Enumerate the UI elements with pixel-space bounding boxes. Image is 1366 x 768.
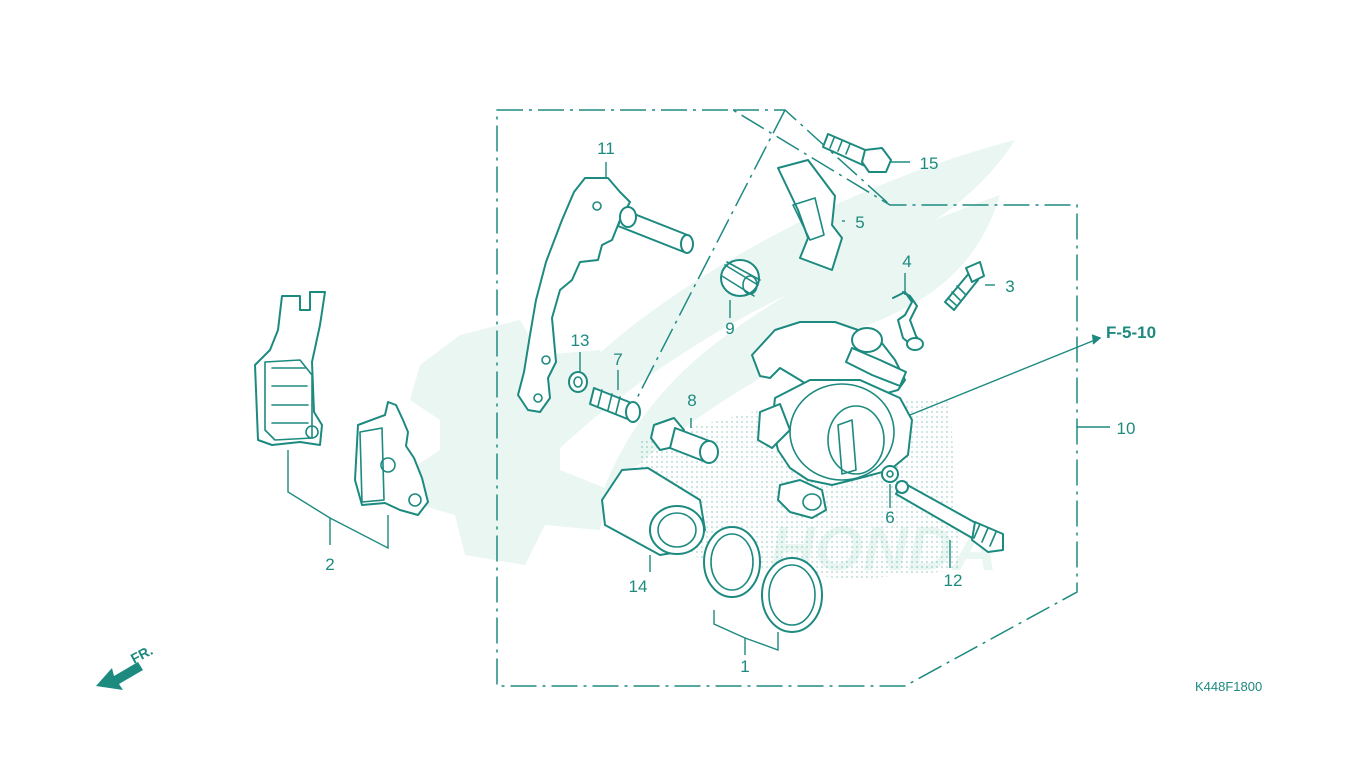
piston xyxy=(601,467,706,556)
callout-11: 11 xyxy=(597,139,615,158)
caliper-bracket xyxy=(517,177,694,413)
callout-3: 3 xyxy=(1005,277,1014,296)
front-arrow-icon xyxy=(96,662,143,690)
callout-15: 15 xyxy=(920,154,939,173)
callout-8: 8 xyxy=(687,391,696,410)
caliper-pin xyxy=(895,480,1004,553)
piston-seals xyxy=(703,526,823,633)
callout-4: 4 xyxy=(902,252,911,271)
callout-12: 12 xyxy=(944,571,963,590)
callout-13: 13 xyxy=(571,331,590,350)
leader-lines xyxy=(287,161,1110,655)
pin-bolt xyxy=(650,417,719,464)
callout-14: 14 xyxy=(629,577,648,596)
caliper-body xyxy=(751,321,913,519)
brake-pad-front xyxy=(254,291,326,446)
callout-7: 7 xyxy=(613,350,622,369)
bleeder-screw xyxy=(944,261,985,311)
pad-spring xyxy=(777,159,843,271)
reference-link-f-5-10[interactable]: F-5-10 xyxy=(1106,323,1156,342)
washer xyxy=(568,371,588,393)
callout-2: 2 xyxy=(325,555,334,574)
front-label: FR. xyxy=(128,642,155,667)
callout-5: 5 xyxy=(855,213,864,232)
mounting-bolt xyxy=(822,133,892,173)
small-washer xyxy=(881,465,899,483)
bleeder-cap xyxy=(892,291,924,351)
pin-boot xyxy=(720,259,761,297)
assembly-frame xyxy=(496,109,1078,687)
front-direction-marker: FR. xyxy=(96,642,155,690)
figure-code: K448F1800 xyxy=(1195,679,1262,694)
guide-pin xyxy=(589,387,641,423)
callout-6: 6 xyxy=(885,508,894,527)
callout-10: 10 xyxy=(1117,419,1136,438)
callout-9: 9 xyxy=(725,319,734,338)
callout-labels: 1 2 3 4 5 6 7 8 9 10 11 12 13 14 15 xyxy=(325,139,1135,676)
brake-pad-rear xyxy=(354,401,429,516)
callout-1: 1 xyxy=(740,657,749,676)
